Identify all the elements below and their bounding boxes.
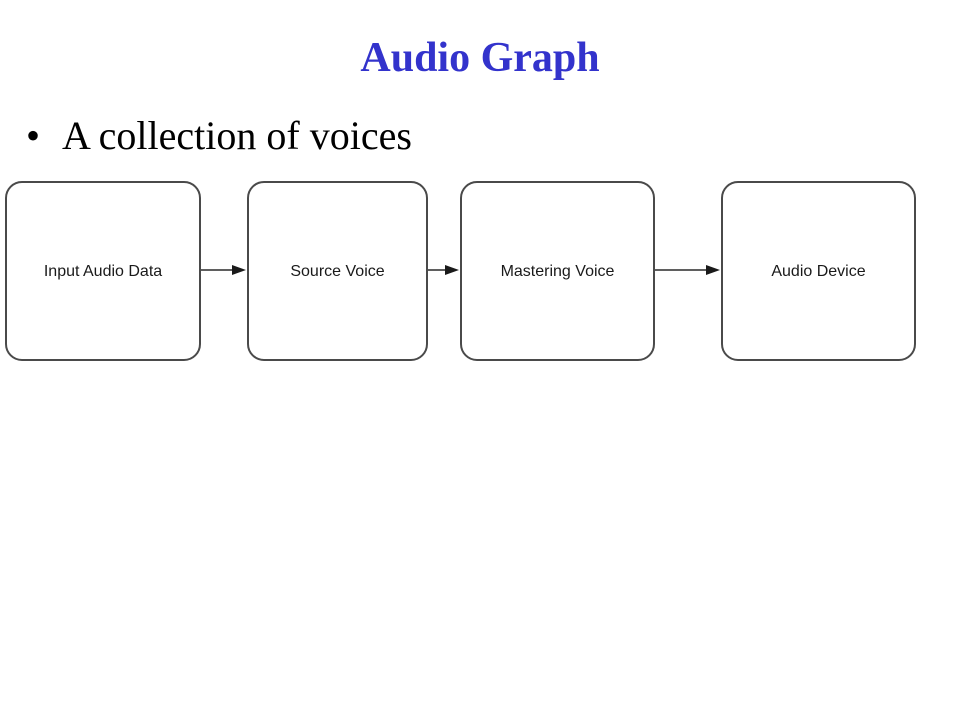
node-box: [460, 181, 655, 361]
bullet-dot: •: [26, 113, 41, 158]
node-box: [721, 181, 916, 361]
node-box: [247, 181, 428, 361]
node-label: Input Audio Data: [44, 263, 162, 280]
slide-title: Audio Graph: [360, 35, 600, 81]
node-input-audio-data: Input Audio Data: [5, 181, 201, 361]
bullet-item: • A collection of voices: [26, 110, 412, 162]
bullet-list: • A collection of voices: [26, 110, 412, 162]
node-label: Audio Device: [771, 263, 865, 280]
node-box: [5, 181, 201, 361]
node-label: Mastering Voice: [501, 263, 615, 280]
edge-arrow: [200, 265, 246, 275]
edges: [200, 265, 720, 275]
edge-arrow: [654, 265, 720, 275]
node-mastering-voice: Mastering Voice: [460, 181, 655, 361]
arrowhead: [706, 265, 720, 275]
arrowhead: [232, 265, 246, 275]
node-audio-device: Audio Device: [721, 181, 916, 361]
edge-arrow: [427, 265, 459, 275]
nodes: Input Audio Data Source Voice Mastering Vo…: [5, 181, 916, 361]
node-label: Source Voice: [290, 263, 384, 280]
node-source-voice: Source Voice: [247, 181, 428, 361]
arrowhead: [445, 265, 459, 275]
bullet-text: A collection of voices: [62, 113, 412, 158]
audio-graph-diagram: Input Audio Data Source Voice Mastering Vo…: [5, 181, 916, 361]
